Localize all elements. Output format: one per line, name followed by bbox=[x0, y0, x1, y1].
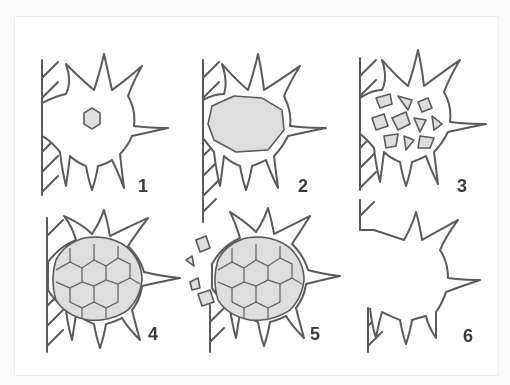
nucleus-2 bbox=[208, 96, 284, 152]
nucleus-cells-4 bbox=[53, 237, 142, 320]
nucleus-1 bbox=[84, 108, 100, 129]
panel-5: 5 bbox=[186, 198, 340, 352]
panel-2: 2 bbox=[203, 54, 326, 196]
panel-1: 1 bbox=[42, 54, 168, 196]
nucleus-cells-5 bbox=[215, 237, 304, 320]
label-4: 4 bbox=[148, 324, 158, 344]
panel-3: 3 bbox=[360, 50, 486, 196]
remnant-body-6 bbox=[370, 212, 480, 344]
label-5: 5 bbox=[310, 324, 320, 344]
panel-6: 6 bbox=[360, 200, 480, 352]
released-fragments-5 bbox=[186, 236, 214, 306]
label-2: 2 bbox=[298, 176, 308, 196]
cell-body-1 bbox=[42, 54, 168, 190]
panel-4: 4 bbox=[47, 210, 180, 352]
label-6: 6 bbox=[463, 326, 473, 346]
label-1: 1 bbox=[138, 176, 148, 196]
label-3: 3 bbox=[457, 176, 467, 196]
